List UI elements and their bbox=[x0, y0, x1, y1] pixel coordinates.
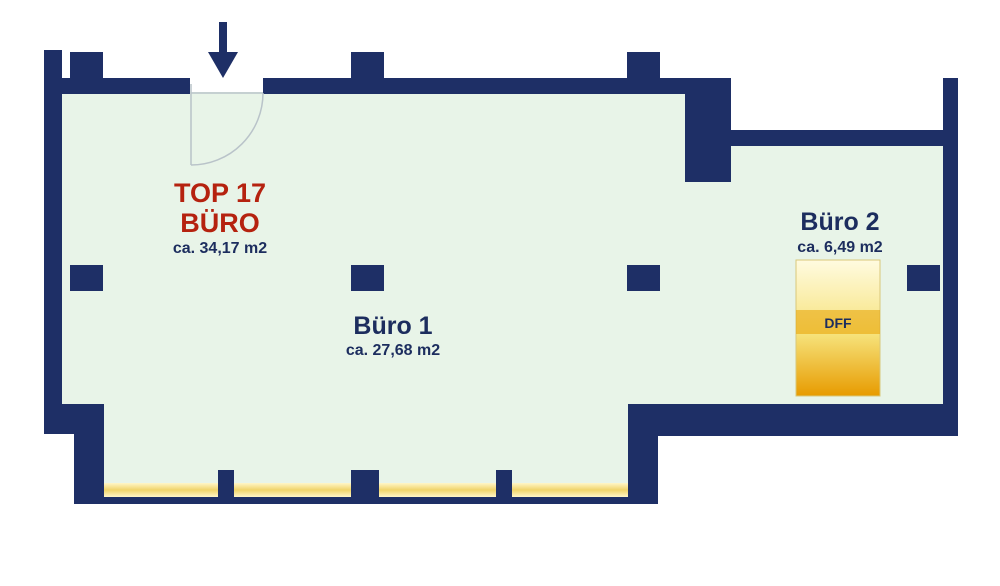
wall-top-left bbox=[44, 78, 190, 94]
column-mid-1 bbox=[70, 265, 103, 291]
column-mid-3 bbox=[627, 265, 660, 291]
column-bottom-3 bbox=[496, 470, 512, 504]
column-mid-2 bbox=[351, 265, 384, 291]
column-top-1 bbox=[70, 52, 103, 78]
column-top-3 bbox=[627, 52, 660, 78]
wall-top-main bbox=[263, 78, 731, 94]
column-bottom-1 bbox=[218, 470, 234, 504]
unit-area: ca. 34,17 m2 bbox=[172, 240, 268, 257]
wall-lower-right bbox=[628, 404, 658, 504]
column-top-2 bbox=[351, 52, 384, 78]
window-strip bbox=[104, 483, 628, 497]
room-area-buero-2: ca. 6,49 m2 bbox=[797, 239, 883, 256]
column-mid-4 bbox=[907, 265, 940, 291]
arrow-down-icon bbox=[208, 22, 238, 78]
wall-right bbox=[943, 78, 958, 436]
room-area-buero-1: ca. 27,68 m2 bbox=[345, 342, 441, 359]
room-name-buero-1: Büro 1 bbox=[353, 312, 433, 340]
wall-left bbox=[44, 50, 62, 434]
wall-left-return bbox=[74, 404, 104, 504]
skylight-label: DFF bbox=[824, 315, 852, 331]
skylight bbox=[795, 259, 881, 397]
wall-buero2-bottom bbox=[628, 404, 958, 436]
column-bottom-2 bbox=[351, 470, 379, 504]
unit-title-line2: BÜRO bbox=[180, 208, 260, 238]
floor-buero-1 bbox=[60, 92, 685, 404]
unit-title: TOP 17 BÜRO bbox=[150, 178, 290, 238]
room-name-buero-2: Büro 2 bbox=[800, 208, 880, 236]
wall-buero2-top bbox=[685, 130, 957, 146]
unit-title-line1: TOP 17 bbox=[173, 178, 267, 208]
door-swing-icon bbox=[190, 84, 264, 166]
